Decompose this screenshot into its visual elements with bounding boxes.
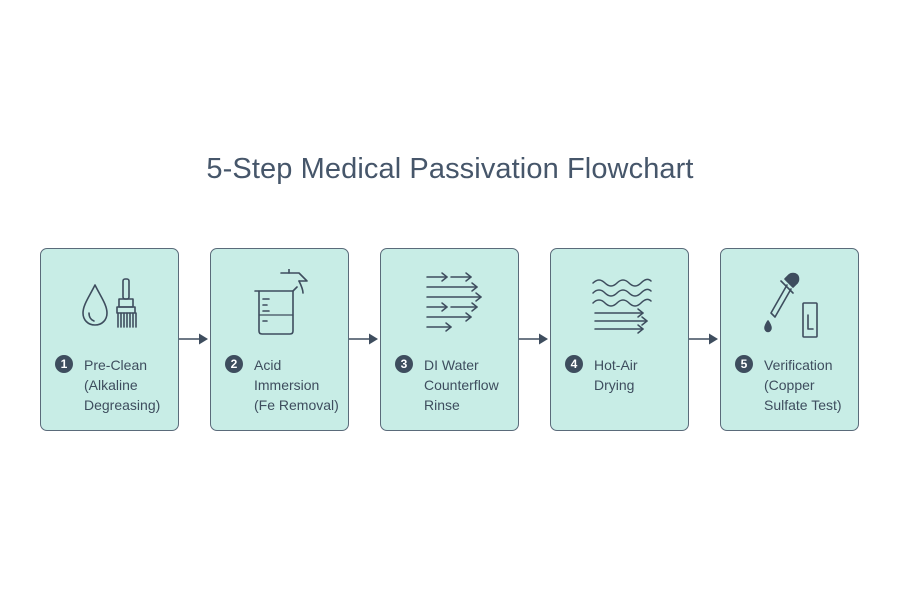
- step-label-3: DI Water Counterflow Rinse: [424, 355, 516, 415]
- step-label-line: Rinse: [424, 397, 460, 413]
- connector-arrow-1: [179, 332, 211, 346]
- dropper-test-strip-icon: [721, 269, 860, 341]
- step-label-line: Sulfate Test): [764, 397, 842, 413]
- beaker-pour-icon: [211, 269, 350, 341]
- flow-arrows-icon: [381, 269, 520, 341]
- step-label-line: Immersion: [254, 377, 320, 393]
- step-label-line: Degreasing): [84, 397, 161, 413]
- step-label-line: (Copper: [764, 377, 815, 393]
- step-label-2: Acid Immersion (Fe Removal): [254, 355, 346, 415]
- heat-waves-icon: [551, 269, 690, 341]
- step-label-line: Counterflow: [424, 377, 499, 393]
- step-number-2: 2: [225, 355, 243, 373]
- step-label-line: DI Water: [424, 357, 479, 373]
- step-box-4: 4 Hot-Air Drying: [550, 248, 689, 431]
- step-label-line: Hot-Air: [594, 357, 638, 373]
- step-label-line: (Fe Removal): [254, 397, 339, 413]
- step-box-3: 3 DI Water Counterflow Rinse: [380, 248, 519, 431]
- step-number-1: 1: [55, 355, 73, 373]
- step-label-line: Acid: [254, 357, 282, 373]
- step-box-1: 1 Pre-Clean (Alkaline Degreasing): [40, 248, 179, 431]
- step-label-line: (Alkaline: [84, 377, 138, 393]
- connector-arrow-2: [349, 332, 381, 346]
- step-label-5: Verification (Copper Sulfate Test): [764, 355, 856, 415]
- step-box-2: 2 Acid Immersion (Fe Removal): [210, 248, 349, 431]
- step-number-3: 3: [395, 355, 413, 373]
- step-box-5: 5 Verification (Copper Sulfate Test): [720, 248, 859, 431]
- diagram-title: 5-Step Medical Passivation Flowchart: [206, 153, 694, 185]
- step-label-line: Pre-Clean: [84, 357, 148, 373]
- connector-arrow-3: [519, 332, 551, 346]
- step-number-5: 5: [735, 355, 753, 373]
- step-label-4: Hot-Air Drying: [594, 355, 686, 395]
- step-number-4: 4: [565, 355, 583, 373]
- step-label-line: Drying: [594, 377, 635, 393]
- step-label-line: Verification: [764, 357, 833, 373]
- step-label-1: Pre-Clean (Alkaline Degreasing): [84, 355, 176, 415]
- connector-arrow-4: [689, 332, 721, 346]
- droplet-and-brush-icon: [41, 269, 180, 341]
